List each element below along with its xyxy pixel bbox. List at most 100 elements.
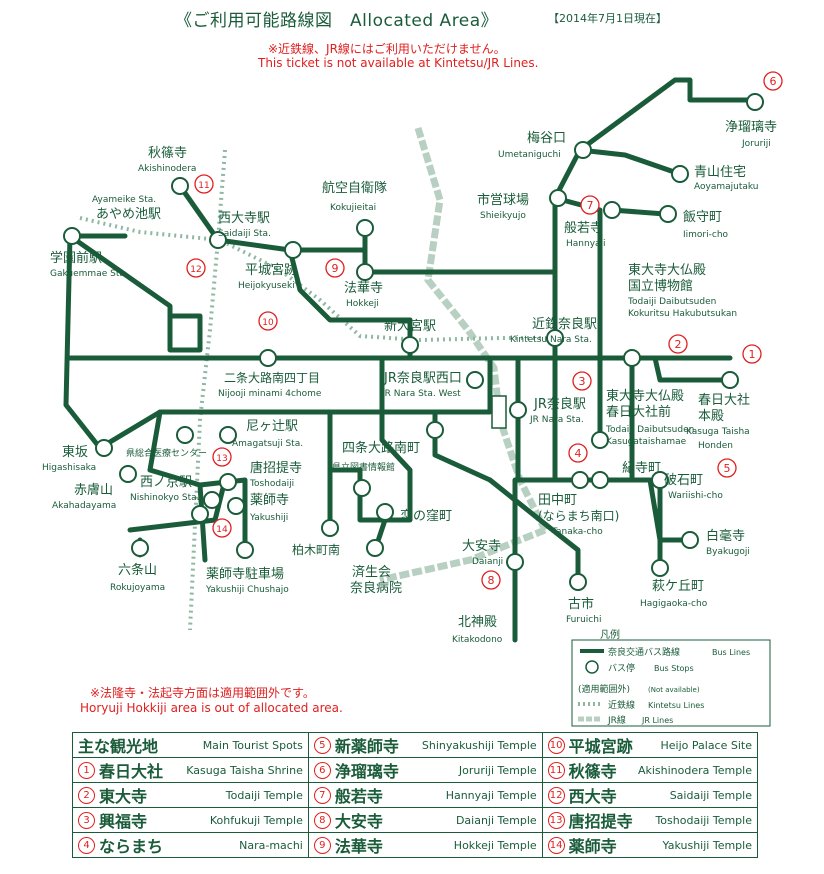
stop-kidera[interactable] — [591, 471, 609, 489]
stop-kentosho[interactable] — [353, 479, 371, 497]
stop-koinokubo[interactable] — [376, 503, 394, 521]
svg-text:8: 8 — [488, 574, 495, 587]
stop-amagatsuji-a[interactable] — [176, 426, 194, 444]
svg-text:東大寺大仏殿: 東大寺大仏殿 — [628, 262, 706, 278]
stop-tanakacho[interactable] — [571, 471, 589, 489]
stop-kashiwagi[interactable] — [321, 519, 339, 537]
stop-furuichi[interactable] — [569, 573, 587, 591]
svg-text:学園前駅: 学園前駅 — [50, 250, 102, 266]
stop-kasuga-honden[interactable] — [721, 371, 739, 389]
spot-marker-14[interactable]: 14 — [212, 518, 232, 538]
stop-kintetsunara[interactable] — [546, 329, 564, 347]
svg-text:Yakushiji Chushajo: Yakushiji Chushajo — [205, 585, 289, 595]
svg-text:北神殿: 北神殿 — [458, 615, 497, 630]
stop-akishinodera[interactable] — [171, 177, 189, 195]
svg-text:奈良病院: 奈良病院 — [350, 580, 402, 596]
stop-byakugoji[interactable] — [681, 531, 699, 549]
stop-jrnaranishi[interactable] — [466, 371, 484, 389]
legend: 凡例 奈良交通バス路線 Bus Lines バス停 Bus Stops (適用範… — [571, 628, 771, 727]
spot-marker-12[interactable]: 12 — [186, 258, 206, 278]
spot-marker-4[interactable]: 4 — [568, 443, 588, 463]
svg-text:Nishinokyo Sta.: Nishinokyo Sta. — [130, 493, 200, 503]
stop-shinomiya[interactable] — [401, 336, 419, 354]
spot-marker-7[interactable]: 7 — [580, 195, 600, 215]
svg-text:新大宮駅: 新大宮駅 — [384, 318, 436, 334]
stop-higashisaka[interactable] — [95, 439, 113, 457]
spot-marker-9[interactable]: 9 — [325, 258, 345, 278]
stop-hokkeji[interactable] — [356, 263, 374, 281]
stop-amagatsuji[interactable] — [219, 426, 237, 444]
stop-heijokyuseki[interactable] — [284, 241, 302, 259]
stop-nishinokyo[interactable] — [203, 491, 221, 509]
stop-saiseikai[interactable] — [366, 539, 384, 557]
svg-text:本殿: 本殿 — [698, 409, 724, 424]
stop-aoyama[interactable] — [671, 165, 689, 183]
stop-hagigaoka[interactable] — [651, 559, 669, 577]
svg-text:14: 14 — [216, 525, 228, 535]
stop-yakushiji[interactable] — [227, 497, 245, 515]
stop-rokujoyama[interactable] — [131, 539, 149, 557]
stop-gakuenmae[interactable] — [63, 227, 81, 245]
svg-text:6: 6 — [770, 75, 777, 88]
spot-marker-13[interactable]: 13 — [212, 447, 232, 467]
stop-saidaiji[interactable] — [209, 231, 227, 249]
spot-marker-6[interactable]: 6 — [763, 71, 783, 91]
note-en: Horyuji Hokkiji area is out of allocated… — [80, 701, 343, 715]
stop-kokujieitai[interactable] — [356, 219, 374, 237]
spot-marker-3[interactable]: 3 — [572, 371, 592, 391]
svg-text:Nijooji minami 4chome: Nijooji minami 4chome — [218, 389, 322, 399]
stop-nishinokyo-2[interactable] — [191, 505, 209, 523]
svg-text:Higashisaka: Higashisaka — [42, 463, 96, 473]
svg-text:尼ヶ辻駅: 尼ヶ辻駅 — [246, 419, 298, 434]
svg-text:Byakugoji: Byakugoji — [706, 547, 750, 557]
svg-text:JR Nara Sta. West: JR Nara Sta. West — [381, 389, 461, 399]
stop-jrnara[interactable] — [509, 401, 527, 419]
svg-text:12: 12 — [190, 265, 201, 275]
spot-marker-1[interactable]: 1 — [742, 344, 762, 364]
svg-text:済生会: 済生会 — [352, 564, 391, 580]
svg-text:Furuichi: Furuichi — [566, 615, 601, 625]
stop-joruriji[interactable] — [746, 93, 764, 111]
spot-marker-11[interactable]: 11 — [194, 174, 214, 194]
svg-text:県立図書情報館: 県立図書情報館 — [332, 461, 395, 473]
stop-iimori[interactable] — [659, 205, 677, 223]
stop-kensogo[interactable] — [119, 465, 137, 483]
stop-daianji[interactable] — [506, 553, 524, 571]
stop-yakushi-chusha[interactable] — [236, 541, 254, 559]
stop-shieikyujo[interactable] — [549, 189, 567, 207]
stop-shijo[interactable] — [426, 421, 444, 439]
stop-nijooji[interactable] — [259, 349, 277, 367]
stop-kasugataishamae[interactable] — [591, 431, 609, 449]
svg-text:東坂: 東坂 — [62, 444, 88, 460]
svg-text:Kintetsu Lines: Kintetsu Lines — [648, 701, 704, 710]
note-jp: ※法隆寺・法起寺方面は適用範囲外です。 — [90, 686, 315, 700]
spot-marker-5[interactable]: 5 — [717, 458, 737, 478]
spot-marker-10[interactable]: 10 — [258, 311, 278, 331]
svg-text:バス停: バス停 — [608, 662, 635, 674]
svg-text:Amagatsuji Sta.: Amagatsuji Sta. — [232, 439, 303, 449]
stop-wariishi[interactable] — [651, 471, 669, 489]
stop-todaiji[interactable] — [623, 349, 641, 367]
stop-toshodaiji[interactable] — [219, 473, 237, 491]
svg-text:奈良交通バス路線: 奈良交通バス路線 — [608, 646, 680, 658]
svg-text:5: 5 — [724, 462, 731, 475]
stop-hannyaji[interactable] — [603, 201, 621, 219]
spot-marker-8[interactable]: 8 — [481, 570, 501, 590]
svg-text:浄瑠璃寺: 浄瑠璃寺 — [725, 120, 777, 135]
stop-umetaniguchi[interactable] — [574, 141, 592, 159]
spot-marker-2[interactable]: 2 — [668, 334, 688, 354]
